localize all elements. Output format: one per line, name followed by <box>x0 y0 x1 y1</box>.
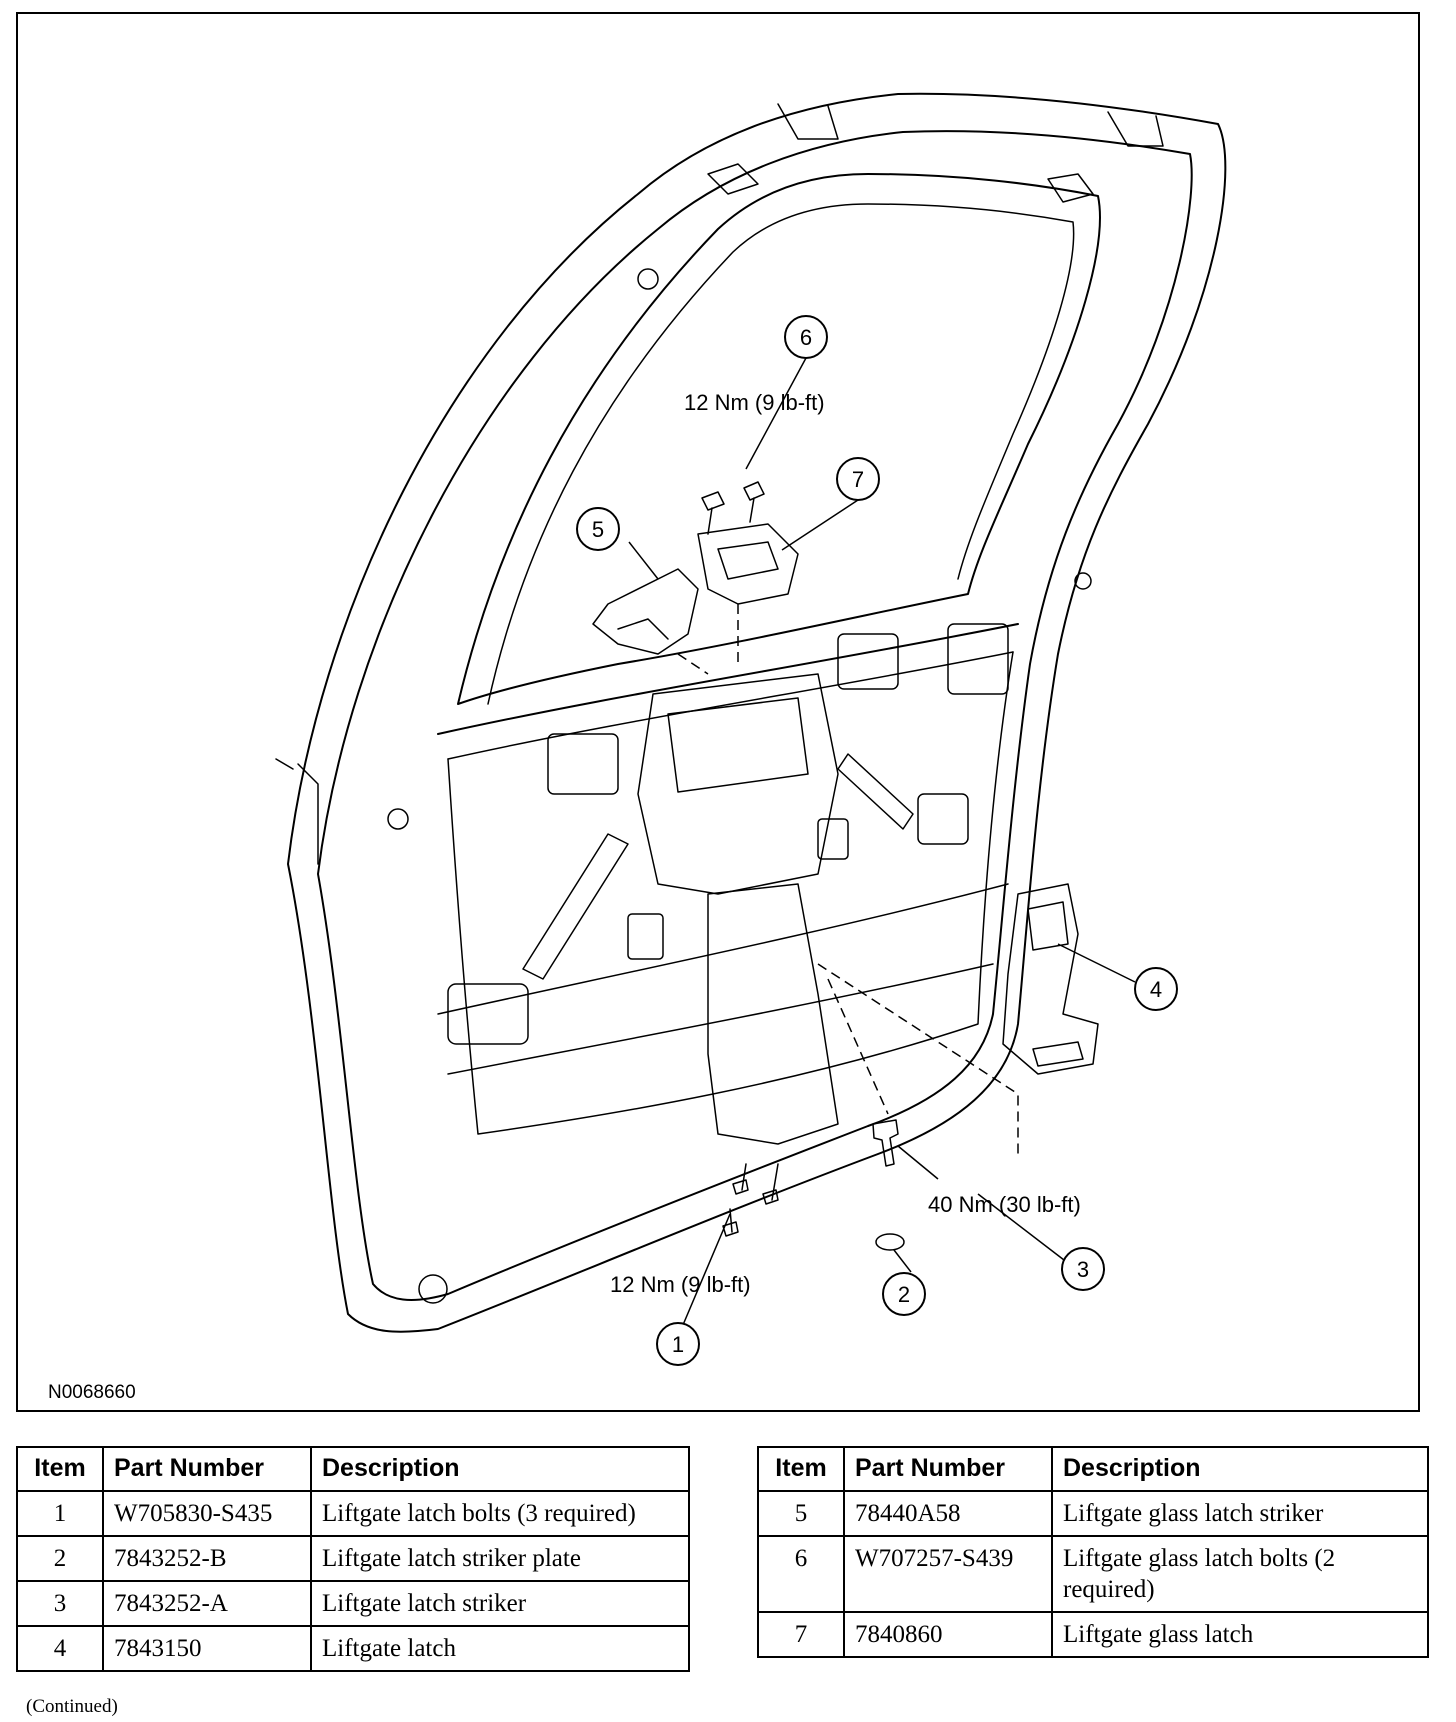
cell-part-number: 7843252-B <box>102 1535 312 1582</box>
glass-latch-bolt-b <box>743 481 765 523</box>
callout-number-7: 7 <box>852 467 864 492</box>
table-header-row: Item Part Number Description <box>16 1446 690 1492</box>
inner-panel <box>447 651 1014 1135</box>
table-header-row: Item Part Number Description <box>757 1446 1429 1492</box>
cell-item: 3 <box>16 1580 104 1627</box>
leader-line-2 <box>893 1249 912 1273</box>
cell-description: Liftgate latch <box>310 1625 690 1672</box>
cell-part-number: 7843150 <box>102 1625 312 1672</box>
cell-description: Liftgate glass latch bolts (2 required) <box>1051 1535 1429 1613</box>
table-row: 5 78440A58 Liftgate glass latch striker <box>757 1490 1429 1537</box>
callout-number-5: 5 <box>592 517 604 542</box>
column-header-description: Description <box>1051 1446 1429 1492</box>
cell-description: Liftgate latch striker plate <box>310 1535 690 1582</box>
cell-item: 1 <box>16 1490 104 1537</box>
cell-description: Liftgate latch striker <box>310 1580 690 1627</box>
callout-circle-1 <box>656 1322 700 1366</box>
striker-plate <box>875 1233 905 1251</box>
column-header-part-number: Part Number <box>843 1446 1053 1492</box>
liftgate-latch <box>1002 883 1099 1075</box>
column-header-part-number: Part Number <box>102 1446 312 1492</box>
cell-part-number: 7840860 <box>843 1611 1053 1658</box>
column-header-item: Item <box>16 1446 104 1492</box>
liftgate-latch-striker <box>872 1119 899 1167</box>
cell-item: 6 <box>757 1535 845 1613</box>
parts-table-right: Item Part Number Description 5 78440A58 … <box>757 1446 1429 1658</box>
table-row: 2 7843252-B Liftgate latch striker plate <box>16 1535 690 1582</box>
glass-latch-striker <box>592 568 699 655</box>
torque-label-6: 12 Nm (9 lb-ft) <box>684 390 825 415</box>
alignment-line-glass <box>677 604 739 675</box>
torque-label-1: 12 Nm (9 lb-ft) <box>610 1272 751 1297</box>
alignment-line-latch <box>817 963 1019 1154</box>
torque-label-3: 40 Nm (30 lb-ft) <box>928 1192 1081 1217</box>
cell-description: Liftgate glass latch striker <box>1051 1490 1429 1537</box>
cell-item: 4 <box>16 1625 104 1672</box>
table-row: 1 W705830-S435 Liftgate latch bolts (3 r… <box>16 1490 690 1537</box>
callout-circle-2 <box>882 1272 926 1316</box>
center-housing <box>637 673 839 895</box>
leader-line-5 <box>628 541 659 580</box>
latch-bolt-a <box>732 1163 749 1195</box>
leader-line-3-upper <box>897 1145 939 1180</box>
callout-number-4: 4 <box>1150 977 1162 1002</box>
callout-number-1: 1 <box>672 1332 684 1357</box>
callout-circle-4 <box>1134 967 1178 1011</box>
cell-part-number: 78440A58 <box>843 1490 1053 1537</box>
upper-rail <box>437 623 1019 735</box>
alignment-line-striker <box>827 978 889 1115</box>
cell-item: 5 <box>757 1490 845 1537</box>
latch-bolt-b <box>762 1163 779 1205</box>
parts-table-left: Item Part Number Description 1 W705830-S… <box>16 1446 690 1672</box>
callout-number-2: 2 <box>898 1282 910 1307</box>
liftgate-outer-frame <box>287 92 1227 1333</box>
callout-number-6: 6 <box>800 325 812 350</box>
cell-part-number: W705830-S435 <box>102 1490 312 1537</box>
latch-bolt-c <box>722 1208 739 1237</box>
table-row: 7 7840860 Liftgate glass latch <box>757 1611 1429 1658</box>
column-header-item: Item <box>757 1446 845 1492</box>
cell-part-number: W707257-S439 <box>843 1535 1053 1613</box>
figure-reference-id: N0068660 <box>48 1382 136 1403</box>
leader-line-1 <box>679 1213 731 1333</box>
callout-circle-7 <box>836 457 880 501</box>
leader-line-3-lower <box>977 1193 1065 1261</box>
continued-note: (Continued) <box>26 1696 118 1717</box>
cell-description: Liftgate latch bolts (3 required) <box>310 1490 690 1537</box>
callout-number-3: 3 <box>1077 1257 1089 1282</box>
callout-circle-5 <box>576 507 620 551</box>
cell-description: Liftgate glass latch <box>1051 1611 1429 1658</box>
callout-circle-6 <box>784 315 828 359</box>
table-row: 6 W707257-S439 Liftgate glass latch bolt… <box>757 1535 1429 1613</box>
table-row: 3 7843252-A Liftgate latch striker <box>16 1580 690 1627</box>
callout-circle-3 <box>1061 1247 1105 1291</box>
glass-latch <box>697 523 799 605</box>
liftgate-inner-edge <box>317 130 1193 1301</box>
leader-line-6 <box>745 357 807 470</box>
diagram-figure: 6 7 5 4 3 2 1 12 Nm (9 lb-ft) 40 Nm (30 … <box>16 12 1420 1412</box>
glass-latch-bolt-a <box>701 491 725 535</box>
column-header-description: Description <box>310 1446 690 1492</box>
cell-part-number: 7843252-A <box>102 1580 312 1627</box>
leader-line-4 <box>1057 943 1136 983</box>
cell-item: 7 <box>757 1611 845 1658</box>
table-row: 4 7843150 Liftgate latch <box>16 1625 690 1672</box>
leader-line-7 <box>781 499 859 551</box>
window-opening <box>457 173 1101 705</box>
cell-item: 2 <box>16 1535 104 1582</box>
liftgate-drawing: 6 7 5 4 3 2 1 12 Nm (9 lb-ft) 40 Nm (30 … <box>275 92 1227 1366</box>
